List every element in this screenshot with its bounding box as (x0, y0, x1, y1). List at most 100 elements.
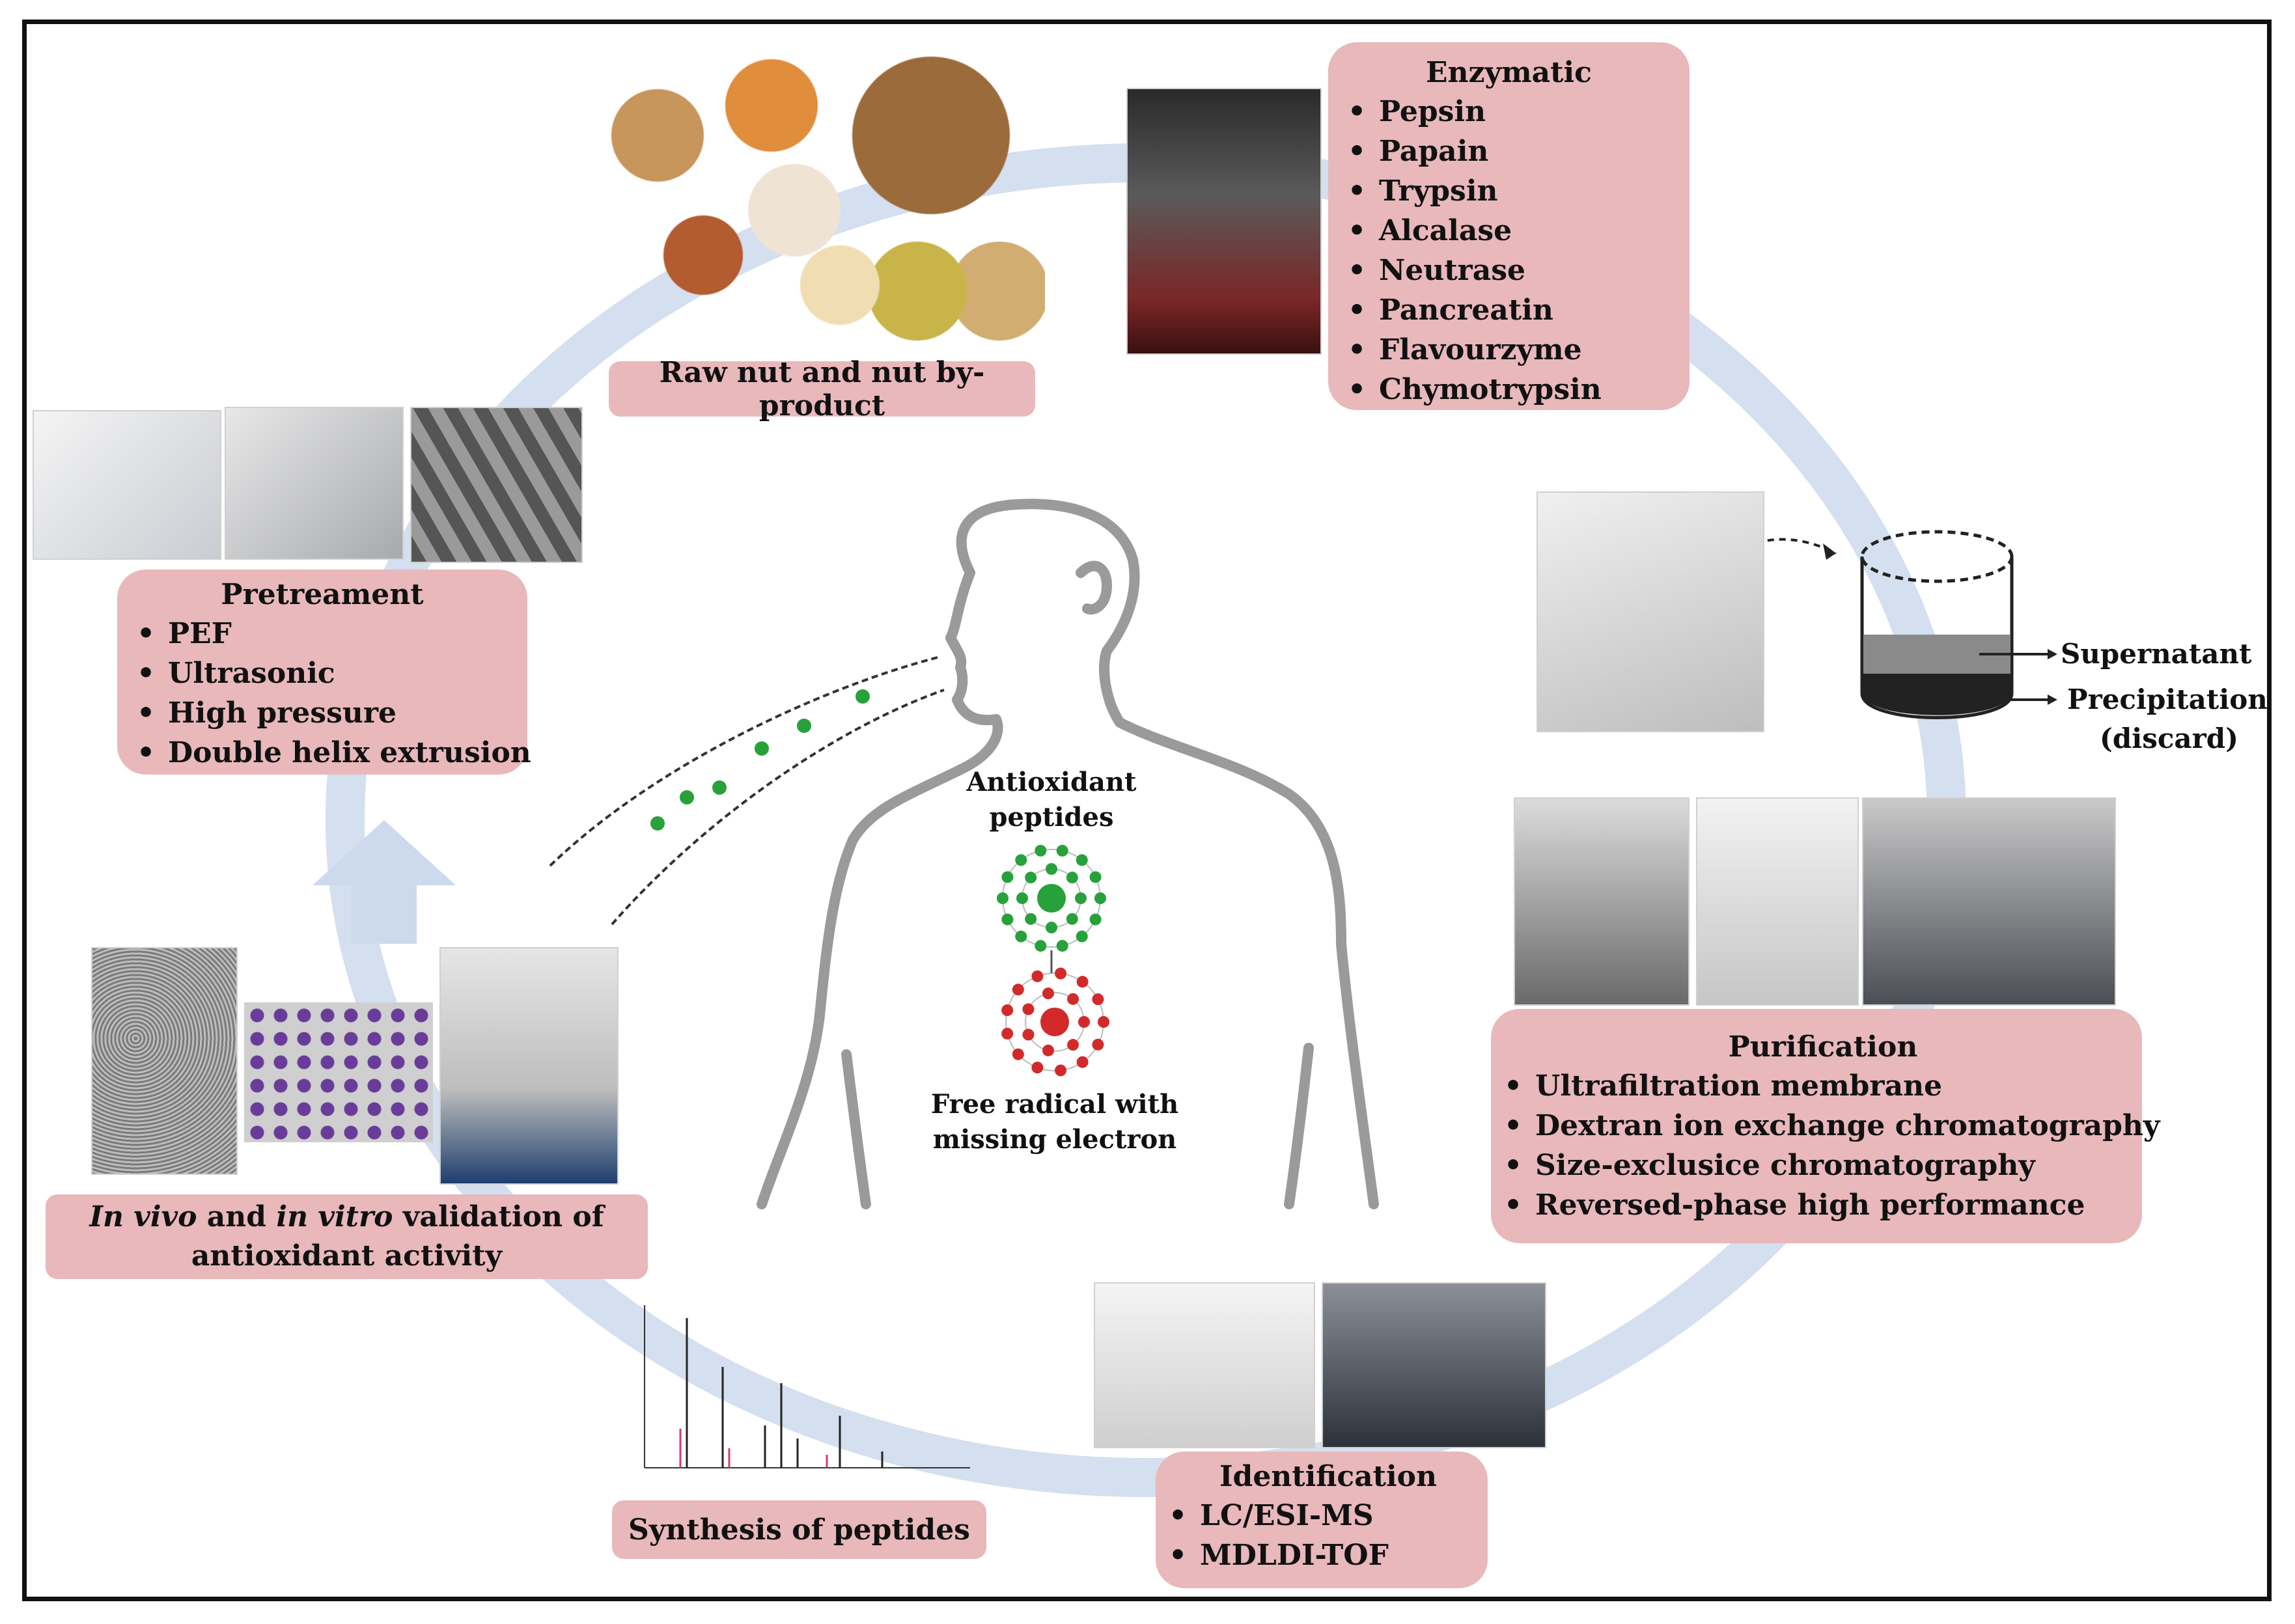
identification-item: MDLDI-TOF (1169, 1535, 1488, 1575)
pretreatment-item: PEF (137, 614, 527, 654)
antioxidant-electron (1066, 872, 1078, 884)
free-radical-electron (1022, 1003, 1035, 1015)
validation-of: validation of (393, 1200, 604, 1233)
identification-title: Identification (1219, 1460, 1438, 1493)
antioxidant-electron (1025, 872, 1037, 884)
purification-box: Purification Ultrafiltration membraneDex… (1491, 1009, 2160, 1243)
identification-box: Identification LC/ESI-MSMDLDI-TOF (1156, 1452, 1488, 1588)
purification-item: Reversed-phase high performance (1504, 1185, 2142, 1225)
enzymatic-item: Alcalase (1348, 211, 1690, 251)
purification-column-photo (1696, 797, 1859, 1006)
free-radical-electron (1042, 1044, 1054, 1056)
free-radical-electron (1076, 1056, 1089, 1068)
enzymatic-list: PepsinPapainTrypsinAlcalaseNeutrasePancr… (1348, 92, 1690, 409)
validation-and: and (197, 1200, 277, 1233)
cycle-arrow-up (313, 820, 456, 944)
free-radical-electron (1067, 993, 1079, 1005)
antioxidant-electron (1046, 922, 1057, 933)
antioxidant-electron (1066, 913, 1078, 925)
antioxidant-electron (1015, 854, 1027, 866)
free-radical-electron (1055, 967, 1067, 980)
pretreatment-box: Pretreament PEFUltrasonicHigh pressureDo… (117, 570, 531, 775)
free-radical-line-2: missing electron (932, 1124, 1177, 1155)
tem-image-photo (91, 947, 238, 1175)
validation-label: In vivo and in vitro validation of antio… (46, 1194, 648, 1279)
identification-item: LC/ESI-MS (1169, 1496, 1488, 1535)
free-radical-electron (1042, 987, 1054, 1000)
pretreatment-title: Pretreament (221, 578, 424, 611)
ultrasonic-bath-photo (225, 407, 404, 560)
purification-equipment-photo-1 (1514, 797, 1690, 1006)
free-radical-atom-icon (1001, 967, 1109, 1077)
lab-bench-photo (439, 947, 619, 1185)
free-radical-electron (1031, 1062, 1044, 1074)
validation-line-1: In vivo and in vitro validation of (89, 1198, 604, 1237)
antioxidant-electron (1076, 854, 1088, 866)
antioxidant-electron (1056, 844, 1068, 857)
pef-device-photo (33, 410, 221, 560)
antioxidant-electron (1001, 913, 1014, 926)
antioxidant-electron (1035, 940, 1047, 952)
validation-in-vitro: in vitro (276, 1200, 393, 1233)
free-radical-electron (1092, 993, 1104, 1006)
antioxidant-electron (1046, 863, 1057, 875)
antioxidant-line-1: Antioxidant (966, 767, 1137, 797)
antioxidant-electron (1094, 892, 1106, 904)
antioxidant-electron (1076, 930, 1088, 943)
enzymatic-item: Flavourzyme (1348, 330, 1690, 370)
enzymatic-box: Enzymatic PepsinPapainTrypsinAlcalaseNeu… (1328, 42, 1690, 410)
antioxidant-electron (1025, 913, 1037, 925)
antioxidant-electron (1089, 871, 1102, 883)
validation-line-2: antioxidant activity (191, 1239, 503, 1273)
pretreatment-list: PEFUltrasonicHigh pressureDouble helix e… (137, 614, 531, 773)
enzymatic-item: Neutrase (1348, 251, 1690, 290)
lc-instrument-photo (1094, 1282, 1315, 1448)
purification-item: Ultrafiltration membrane (1504, 1066, 2142, 1106)
centrifuge-photo (1537, 491, 1764, 732)
free-radical-label: Free radical with missing electron (925, 1087, 1185, 1157)
antioxidant-electron (1056, 940, 1068, 952)
precipitation-label: Precipitation (2067, 683, 2268, 715)
enzymatic-item: Pancreatin (1348, 290, 1690, 330)
antioxidant-electron (1016, 892, 1028, 904)
enzymatic-item: Trypsin (1348, 171, 1690, 211)
pretreatment-item: High pressure (137, 693, 527, 733)
free-radical-electron (1012, 984, 1024, 996)
free-radical-electron (1098, 1016, 1109, 1028)
free-radical-electron (1092, 1038, 1104, 1051)
enzymatic-item: Chymotrypsin (1348, 370, 1690, 409)
airflow-dots (650, 689, 870, 831)
airflow-lines (549, 656, 945, 926)
purification-list: Ultrafiltration membraneDextran ion exch… (1504, 1066, 2160, 1225)
antioxidant-electron (1089, 913, 1102, 926)
mass-spectrum-graphic (644, 1305, 970, 1468)
antioxidant-electron (1075, 892, 1087, 904)
antioxidant-line-2: peptides (989, 802, 1114, 833)
free-radical-electron (1078, 1016, 1090, 1028)
free-radical-electron (1001, 1027, 1014, 1039)
free-radical-electron (1031, 970, 1044, 982)
free-radical-electron (1012, 1048, 1024, 1060)
free-radical-electron (1076, 976, 1089, 988)
enzymatic-title: Enzymatic (1426, 56, 1592, 89)
mass-spectrometer-photo (1322, 1282, 1546, 1448)
purification-title: Purification (1728, 1030, 1918, 1064)
pretreatment-item: Ultrasonic (137, 654, 527, 693)
antioxidant-electron (1001, 871, 1014, 883)
discard-label: (discard) (2100, 723, 2238, 754)
free-radical-electron (1067, 1039, 1079, 1051)
antioxidant-electron (997, 892, 1008, 904)
purification-item: Dextran ion exchange chromatography (1504, 1106, 2160, 1146)
nut-photo-collage (589, 46, 1045, 345)
human-silhouette (757, 499, 1379, 1209)
antioxidant-electron (1015, 930, 1027, 943)
supernatant-label: Supernatant (2061, 638, 2252, 670)
purification-item: Size-exclusice chromatography (1504, 1146, 2142, 1185)
identification-list: LC/ESI-MSMDLDI-TOF (1169, 1496, 1488, 1575)
synthesis-label: Synthesis of peptides (612, 1500, 986, 1559)
antioxidant-peptides-label: Antioxidant peptides (957, 765, 1146, 835)
enzymatic-item: Papain (1348, 131, 1690, 171)
enzymatic-item: Pepsin (1348, 92, 1690, 131)
enzymatic-flask-photo (1126, 88, 1322, 355)
hplc-system-photo (1862, 797, 2116, 1006)
